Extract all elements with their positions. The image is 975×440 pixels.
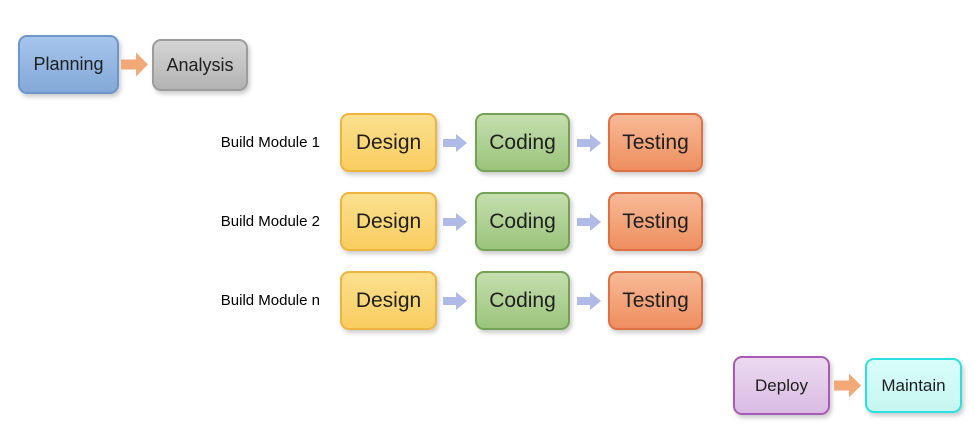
design-label: Design xyxy=(355,130,422,154)
arrow-right-icon xyxy=(443,213,467,231)
testing-label: Testing xyxy=(622,288,689,312)
design-box: Design xyxy=(340,271,437,330)
coding-label: Coding xyxy=(489,130,556,154)
arrow-right-icon xyxy=(577,292,601,310)
planning-box: Planning xyxy=(18,35,119,94)
testing-box: Testing xyxy=(608,192,703,251)
module-row-label: Build Module 1 xyxy=(220,134,320,151)
coding-label: Coding xyxy=(489,209,556,233)
module-row-label: Build Module n xyxy=(220,292,320,309)
coding-box: Coding xyxy=(475,271,570,330)
testing-box: Testing xyxy=(608,271,703,330)
arrow-right-icon xyxy=(443,134,467,152)
maintain-label: Maintain xyxy=(881,375,946,395)
module-row-n: Build Module n Design Coding Testing xyxy=(0,271,975,330)
planning-label: Planning xyxy=(33,54,104,74)
testing-label: Testing xyxy=(622,209,689,233)
analysis-label: Analysis xyxy=(166,54,234,75)
deploy-label: Deploy xyxy=(755,375,808,395)
deploy-box: Deploy xyxy=(733,356,830,415)
coding-box: Coding xyxy=(475,192,570,251)
arrow-right-icon xyxy=(443,292,467,310)
design-label: Design xyxy=(355,209,422,233)
design-label: Design xyxy=(355,288,422,312)
module-row-2: Build Module 2 Design Coding Testing xyxy=(0,192,975,251)
coding-label: Coding xyxy=(489,288,556,312)
arrow-right-icon xyxy=(577,213,601,231)
module-row-1: Build Module 1 Design Coding Testing xyxy=(0,113,975,172)
testing-box: Testing xyxy=(608,113,703,172)
maintain-box: Maintain xyxy=(865,358,962,413)
design-box: Design xyxy=(340,113,437,172)
analysis-box: Analysis xyxy=(152,39,248,91)
module-row-label: Build Module 2 xyxy=(220,213,320,230)
testing-label: Testing xyxy=(622,130,689,154)
arrow-right-icon xyxy=(834,373,861,398)
arrow-right-icon xyxy=(577,134,601,152)
design-box: Design xyxy=(340,192,437,251)
arrow-right-icon xyxy=(121,52,148,77)
coding-box: Coding xyxy=(475,113,570,172)
